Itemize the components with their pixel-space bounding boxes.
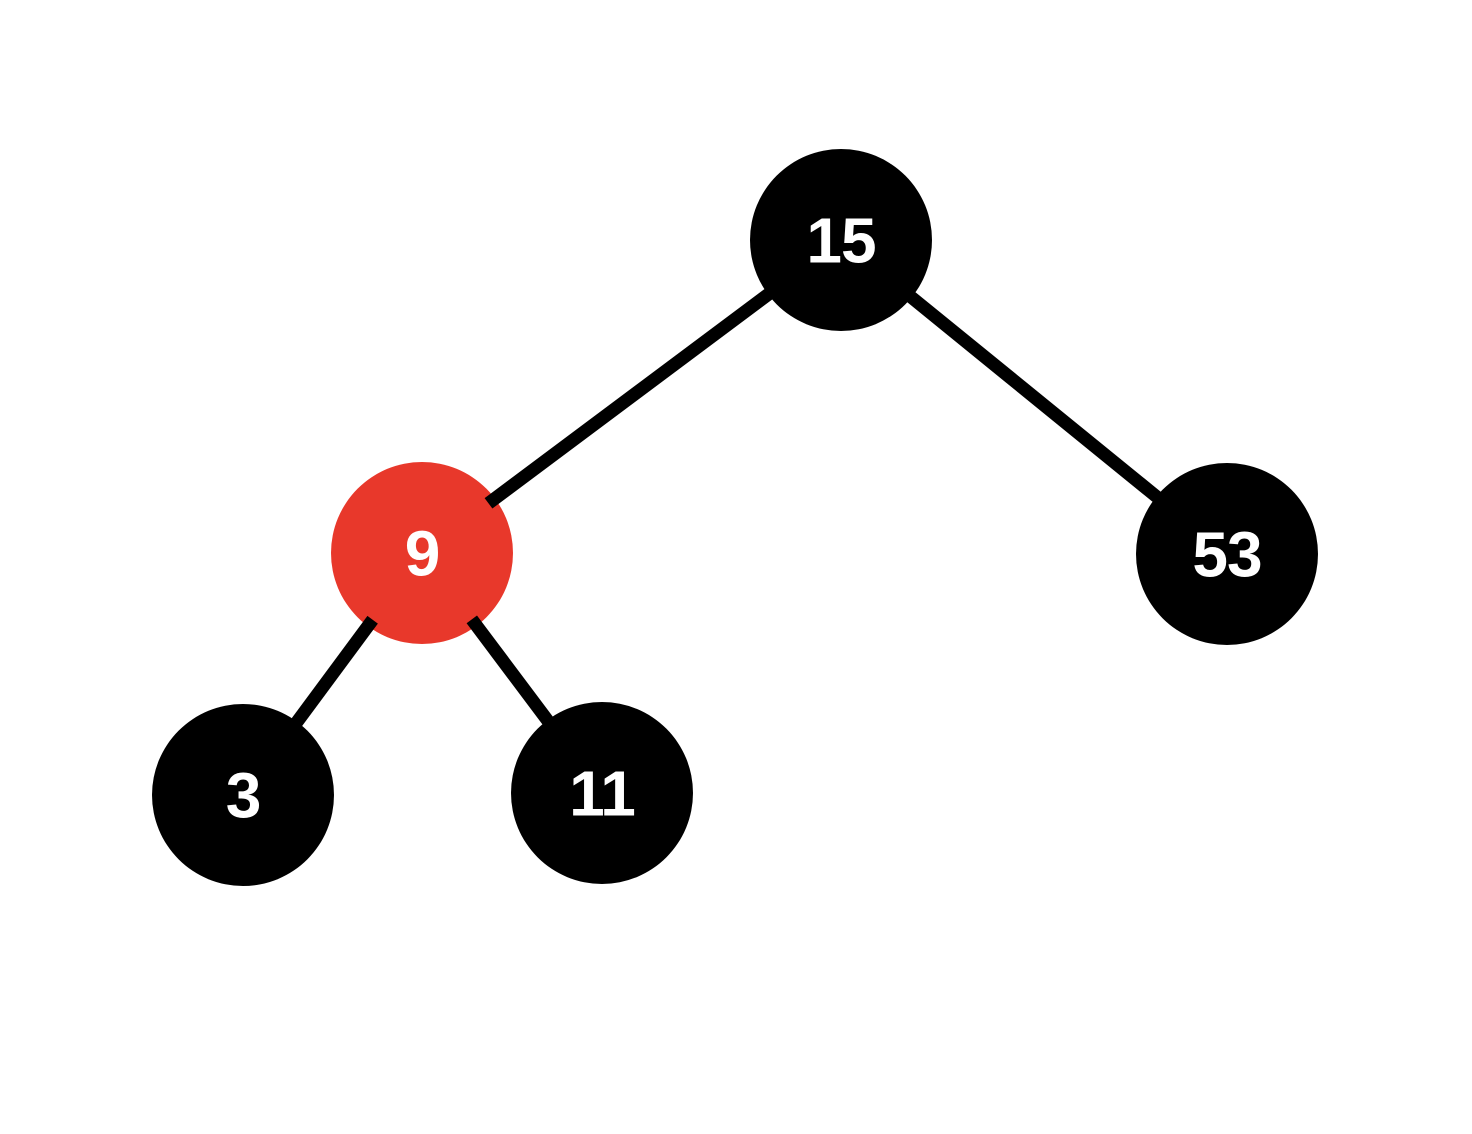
tree-edges-layer <box>287 284 1167 733</box>
tree-node-9 <box>331 462 513 644</box>
node-label-11: 11 <box>569 757 635 829</box>
tree-node-53 <box>1136 463 1318 645</box>
tree-node-15 <box>750 149 932 331</box>
node-label-53: 53 <box>1192 518 1261 590</box>
tree-edge-9-11 <box>466 615 558 731</box>
tree-node-11 <box>511 702 693 884</box>
node-label-3: 3 <box>226 759 261 831</box>
tree-edge-15-53 <box>901 287 1167 507</box>
tree-edge-9-3 <box>287 615 378 733</box>
tree-node-3 <box>152 704 334 886</box>
tree-edge-15-9 <box>484 284 779 509</box>
node-label-9: 9 <box>405 517 440 589</box>
node-label-15: 15 <box>806 204 875 276</box>
tree-labels-layer: 15 9 53 3 11 <box>226 204 1263 831</box>
tree-nodes-layer <box>152 149 1318 886</box>
